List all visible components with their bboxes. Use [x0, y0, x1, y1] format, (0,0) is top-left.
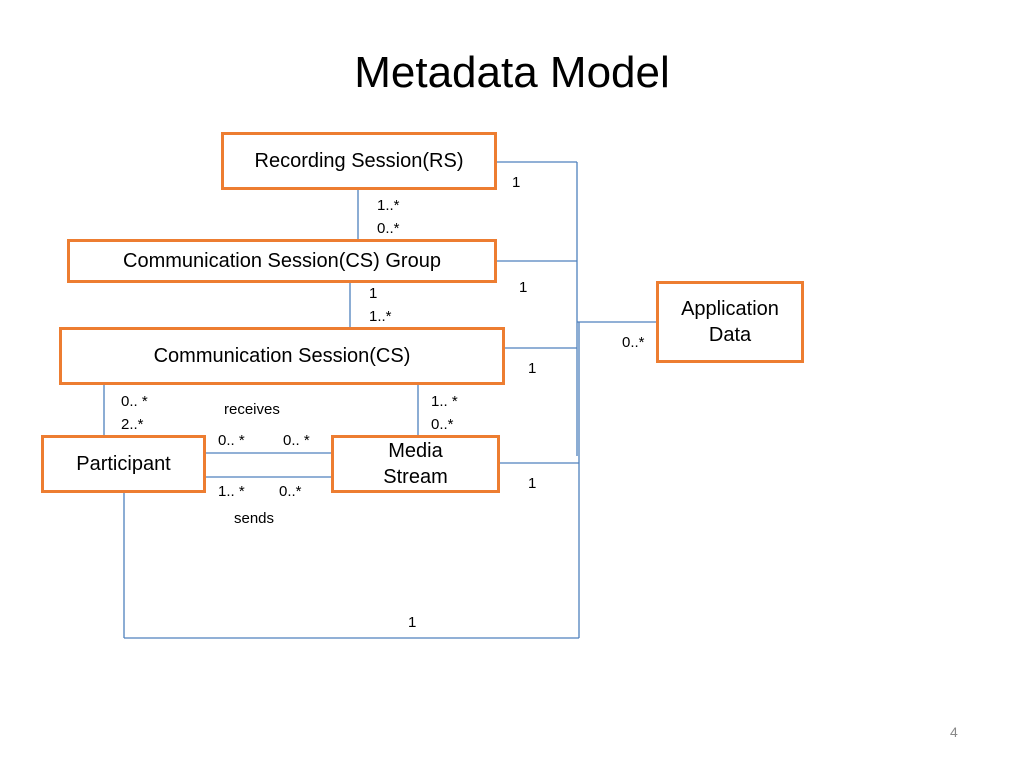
- mult-media-right: 1: [528, 475, 537, 492]
- page-number: 4: [950, 724, 958, 740]
- application-data-label: Application Data: [681, 298, 779, 346]
- mult-sends-right: 0..*: [279, 483, 302, 500]
- mult-group-cs-bottom: 1..*: [369, 308, 392, 325]
- mult-bottom-one: 1: [408, 614, 417, 631]
- mult-sends-left: 1.. *: [218, 483, 245, 500]
- recording-session-label: Recording Session(RS): [254, 150, 464, 172]
- sends-label: sends: [234, 510, 275, 527]
- cs-group-box: Communication Session(CS) Group: [67, 239, 497, 283]
- application-data-box: Application Data: [656, 281, 804, 363]
- participant-label: Participant: [76, 453, 171, 475]
- mult-rs-group-top: 1..*: [377, 197, 400, 214]
- mult-group-right: 1: [519, 279, 528, 296]
- communication-session-box: Communication Session(CS): [59, 327, 505, 385]
- recording-session-box: Recording Session(RS): [221, 132, 497, 190]
- media-stream-box: Media Stream: [331, 435, 500, 493]
- mult-receives-right: 0.. *: [283, 432, 310, 449]
- mult-cs-participant-bottom: 2..*: [121, 416, 144, 433]
- mult-cs-media-top: 1.. *: [431, 393, 458, 410]
- participant-box: Participant: [41, 435, 206, 493]
- mult-cs-media-bottom: 0..*: [431, 416, 454, 433]
- mult-rs-group-bottom: 0..*: [377, 220, 400, 237]
- mult-receives-left: 0.. *: [218, 432, 245, 449]
- mult-group-cs-top: 1: [369, 285, 378, 302]
- mult-rs-right: 1: [512, 174, 521, 191]
- media-stream-label: Media Stream: [383, 440, 448, 488]
- mult-app-data: 0..*: [622, 334, 645, 351]
- mult-cs-right: 1: [528, 360, 537, 377]
- receives-label: receives: [224, 401, 280, 418]
- communication-session-label: Communication Session(CS): [153, 345, 411, 367]
- slide-title: Metadata Model: [354, 48, 670, 97]
- mult-cs-participant-top: 0.. *: [121, 393, 148, 410]
- cs-group-label: Communication Session(CS) Group: [123, 250, 441, 272]
